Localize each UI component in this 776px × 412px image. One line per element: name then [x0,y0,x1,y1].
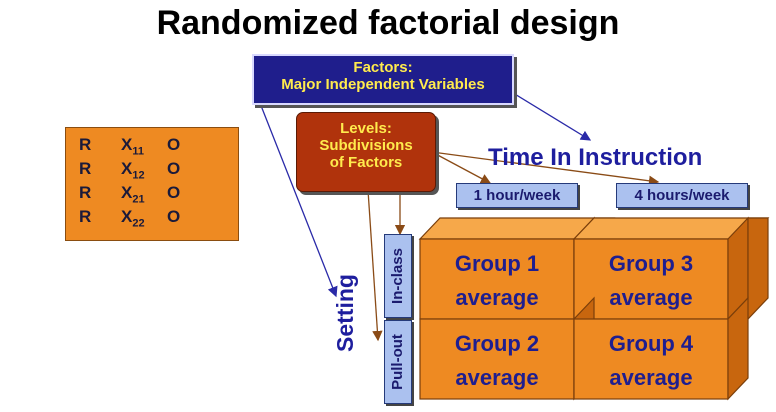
observation-symbol: O [167,207,181,226]
group-1-measure: average [455,285,539,310]
group-3-name: Group 3 [608,251,694,276]
factors-box-subtitle: Major Independent Variables [281,76,485,93]
random-assignment-symbol: R [79,135,92,154]
notation-row: R X11 O [66,135,238,159]
group-2-label: Group 2 average [420,327,574,395]
group-3-measure: average [609,285,693,310]
group-4-cell [573,296,749,401]
group-1-label: Group 1 average [420,247,574,315]
group-1-name: Group 1 [454,251,540,276]
factors-box: Factors: Major Independent Variables [252,54,514,105]
levels-to-4-hours-arrow [431,151,660,186]
levels-to-1-hour-arrow [431,151,492,184]
random-assignment-symbol: R [79,159,92,178]
levels-box-line: of Factors [329,154,403,171]
levels-box-title: Levels: [340,120,392,137]
notation-row: R X12 O [66,159,238,183]
random-assignment-symbol: R [79,183,92,202]
level-4-hours-week: 4 hours/week [616,183,748,208]
level-pull-out: Pull-out [384,320,412,404]
observation-symbol: O [167,135,181,154]
treatment-subscript: 12 [132,169,145,182]
design-notation-box: R X11 O R X12 O R X21 O R X22 O [65,127,239,241]
time-in-instruction-heading: Time In Instruction [488,144,703,171]
treatment-subscript: 21 [132,193,145,206]
factors-to-setting-arrow [257,97,338,298]
observation-symbol: O [167,183,181,202]
group-2-name: Group 2 [454,331,540,356]
levels-to-pull-out-arrow [367,189,383,342]
treatment-symbol: X [121,159,133,178]
treatment-symbol: X [121,207,133,226]
group-4-label: Group 4 average [574,327,728,395]
treatment-symbol: X [121,135,133,154]
level-1-hour-week: 1 hour/week [456,183,578,208]
levels-box-line: Subdivisions [319,137,413,154]
levels-box: Levels: Subdivisions of Factors [296,112,436,192]
factors-to-time-arrow [504,87,592,141]
group-2-measure: average [455,365,539,390]
notation-row: R X21 O [66,183,238,207]
group-4-measure: average [609,365,693,390]
treatment-subscript: 11 [132,145,144,158]
treatment-symbol: X [121,183,133,202]
notation-row: R X22 O [66,207,238,231]
group-4-name: Group 4 [608,331,694,356]
level-in-class: In-class [384,234,412,318]
treatment-subscript: 22 [132,217,145,230]
factors-box-title: Factors: [353,59,413,76]
observation-symbol: O [167,159,181,178]
random-assignment-symbol: R [79,207,92,226]
diagram-title: Randomized factorial design [156,4,620,42]
group-3-label: Group 3 average [574,247,728,315]
